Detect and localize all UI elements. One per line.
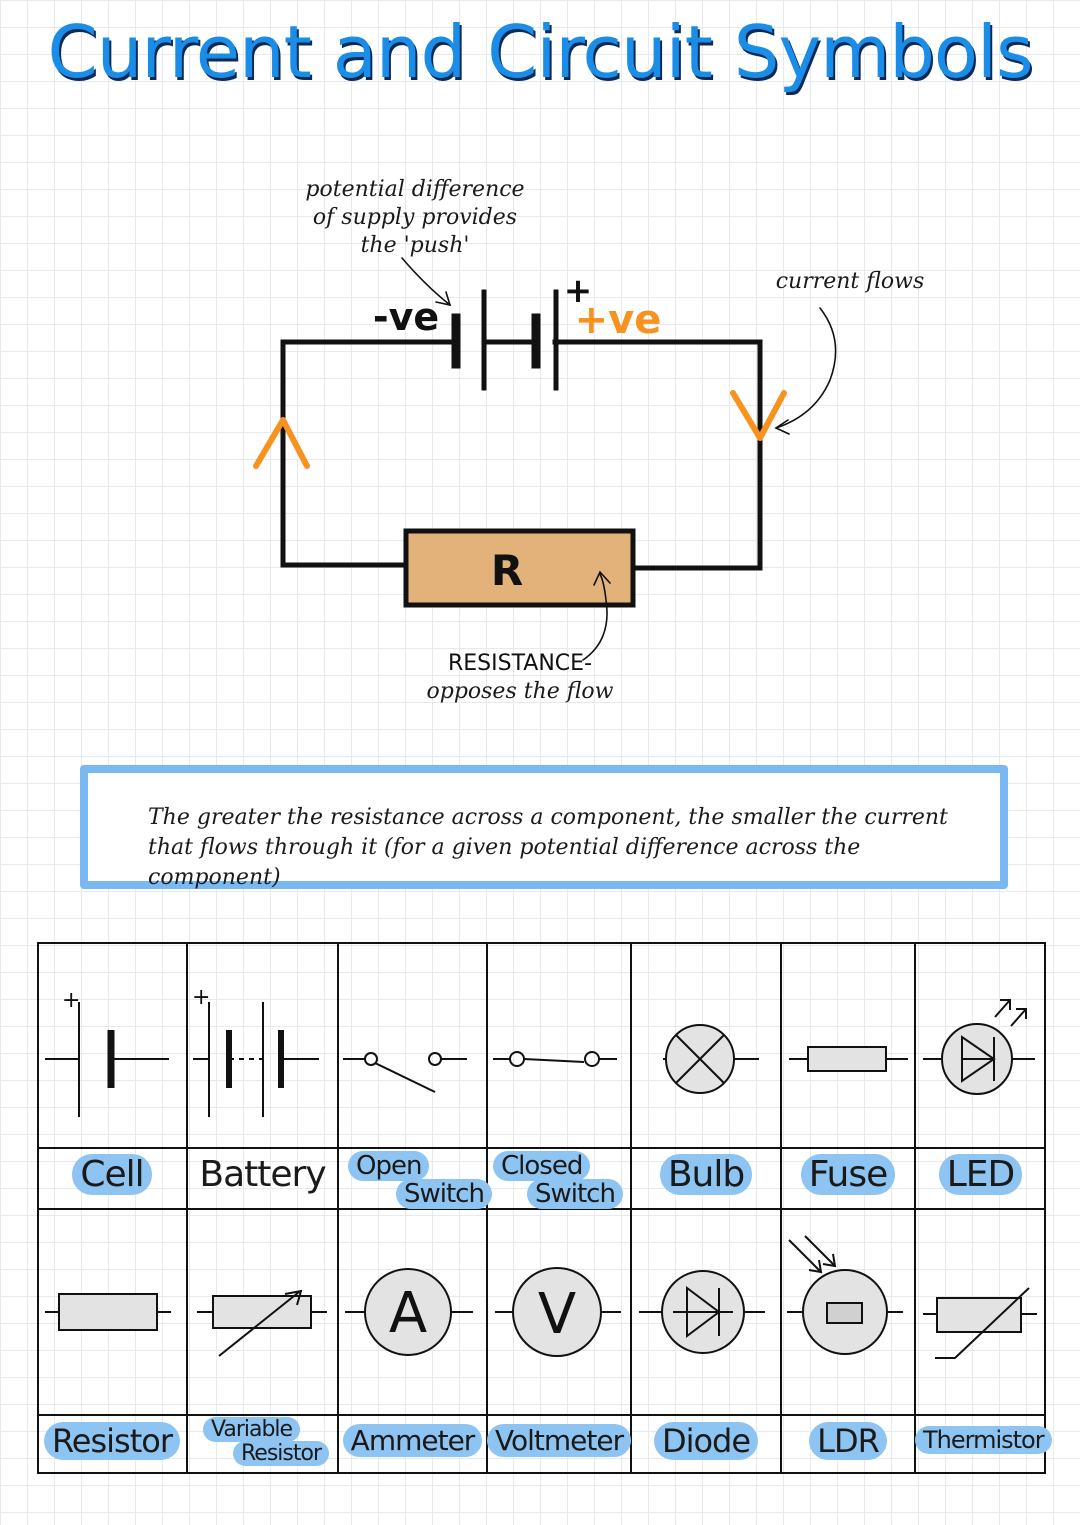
supply-pointer-head bbox=[435, 291, 452, 307]
ammeter-symbol bbox=[345, 1268, 473, 1356]
label-cell: Cell bbox=[37, 1154, 187, 1195]
supply-annotation-line-3: the 'push' bbox=[360, 233, 470, 258]
current-pointer-arrow bbox=[775, 307, 837, 429]
label-closed-switch: Closed Switch bbox=[487, 1151, 631, 1209]
ammeter-letter: A bbox=[389, 1281, 427, 1346]
resistance-note-box: The greater the resistance across a comp… bbox=[80, 765, 1008, 890]
ldr-symbol bbox=[787, 1235, 903, 1355]
label-resistor: Resistor bbox=[37, 1422, 187, 1460]
fuse-symbol bbox=[789, 1046, 908, 1072]
label-closed-switch-line-2: Switch bbox=[527, 1179, 623, 1209]
supply-annotation: potential difference of supply provides … bbox=[300, 176, 530, 260]
label-led: LED bbox=[915, 1154, 1046, 1195]
label-open-switch-line-2: Switch bbox=[396, 1179, 492, 1209]
positive-sign: + bbox=[564, 271, 593, 311]
label-thermistor-text: Thermistor bbox=[915, 1426, 1052, 1454]
page-title: Current and Circuit Symbols bbox=[47, 10, 1033, 94]
bulb-symbol bbox=[663, 1024, 759, 1094]
voltmeter-symbol bbox=[495, 1267, 621, 1357]
resistor-body bbox=[403, 528, 636, 608]
label-voltmeter: Voltmeter bbox=[487, 1424, 632, 1457]
battery-symbol bbox=[193, 1002, 319, 1117]
current-arrow-down bbox=[730, 390, 787, 441]
resistor-letter: R bbox=[491, 546, 523, 595]
label-closed-switch-line-1: Closed bbox=[493, 1151, 591, 1181]
symbols-table: + + bbox=[37, 942, 1052, 1474]
supply-pointer-arrow bbox=[401, 257, 451, 306]
label-thermistor: Thermistor bbox=[915, 1426, 1052, 1454]
label-bulb: Bulb bbox=[631, 1154, 781, 1195]
variable-resistor-symbol bbox=[197, 1289, 327, 1357]
label-bulb-text: Bulb bbox=[659, 1154, 753, 1195]
resistance-annotation-line-1: RESISTANCE- bbox=[447, 651, 593, 676]
cell-symbol bbox=[45, 1002, 169, 1117]
resistance-pointer-head bbox=[593, 570, 611, 586]
label-voltmeter-text: Voltmeter bbox=[487, 1424, 632, 1457]
supply-annotation-line-2: of supply provides bbox=[312, 205, 518, 230]
negative-label: -ve bbox=[373, 295, 439, 339]
label-cell-text: Cell bbox=[72, 1154, 152, 1195]
label-diode-text: Diode bbox=[653, 1422, 759, 1460]
resistance-annotation-line-2: opposes the flow bbox=[426, 679, 614, 704]
supply-annotation-line-1: potential difference bbox=[305, 177, 525, 202]
label-diode: Diode bbox=[631, 1422, 781, 1460]
voltmeter-letter: V bbox=[538, 1282, 576, 1347]
battery-plus-sign: + bbox=[192, 985, 210, 1010]
open-switch-symbol bbox=[343, 1052, 467, 1093]
label-variable-resistor-line-2: Resistor bbox=[233, 1441, 329, 1466]
resistance-note-text: The greater the resistance across a comp… bbox=[148, 805, 948, 890]
label-ammeter: Ammeter bbox=[338, 1424, 487, 1457]
label-ldr-text: LDR bbox=[809, 1422, 887, 1460]
resistance-pointer-arrow bbox=[582, 573, 608, 661]
label-led-text: LED bbox=[938, 1154, 1023, 1195]
thermistor-symbol bbox=[923, 1287, 1037, 1359]
label-ammeter-text: Ammeter bbox=[342, 1424, 483, 1457]
label-battery: Battery bbox=[187, 1154, 338, 1195]
circuit-diagram: R -ve + +ve bbox=[253, 257, 837, 661]
label-ldr: LDR bbox=[781, 1422, 915, 1460]
wire-top-right bbox=[552, 339, 763, 571]
label-fuse-text: Fuse bbox=[800, 1154, 896, 1195]
label-variable-resistor: Variable Resistor bbox=[187, 1417, 338, 1466]
cell-plus-sign: + bbox=[62, 988, 80, 1013]
wire-top-left bbox=[280, 339, 458, 568]
label-variable-resistor-line-1: Variable bbox=[203, 1417, 301, 1442]
label-open-switch-line-1: Open bbox=[348, 1151, 430, 1181]
current-annotation: current flows bbox=[775, 269, 925, 294]
label-open-switch: Open Switch bbox=[338, 1151, 492, 1209]
label-resistor-text: Resistor bbox=[44, 1422, 180, 1460]
label-battery-text: Battery bbox=[199, 1154, 326, 1195]
resistance-annotation: RESISTANCE- opposes the flow bbox=[420, 650, 620, 706]
resistor-symbol bbox=[45, 1293, 171, 1331]
diode-symbol bbox=[639, 1270, 765, 1354]
current-pointer-head bbox=[774, 419, 790, 435]
closed-switch-symbol bbox=[493, 1051, 617, 1067]
symbols-grid: + + bbox=[37, 942, 1046, 1474]
positive-label: +ve bbox=[575, 297, 662, 343]
led-symbol bbox=[923, 999, 1035, 1095]
current-arrow-up bbox=[253, 417, 310, 469]
label-fuse: Fuse bbox=[781, 1154, 915, 1195]
